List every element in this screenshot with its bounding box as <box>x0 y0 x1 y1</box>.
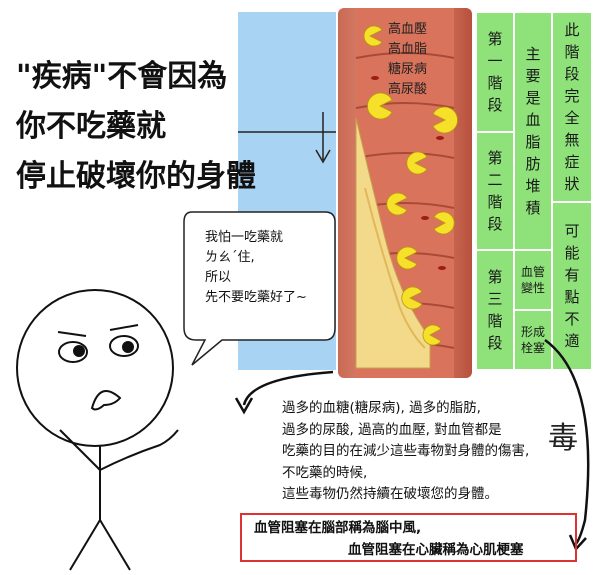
risk-factor: 糖尿病 <box>388 62 428 77</box>
artery-illustration <box>338 8 472 378</box>
risk-factor: 高血壓 <box>388 22 428 37</box>
conclusion-box <box>240 513 577 562</box>
stage-3-label: 第三階段 <box>487 268 503 352</box>
pacman-icon <box>386 192 408 216</box>
headline-line-2: 你不吃藥就 <box>16 109 166 144</box>
bubble-line-4: 先不要吃藥好了~ <box>205 290 307 305</box>
stick-figure <box>16 289 179 571</box>
mild-symptom-note: 可能有點不適 <box>564 222 580 350</box>
pacman-icon <box>401 286 423 310</box>
speech-bubble <box>183 211 336 366</box>
mild-symptom-cell: 可能有點不適 <box>552 202 592 370</box>
risk-factor: 高血脂 <box>388 42 428 57</box>
stage-1-label: 第一階段 <box>487 30 503 114</box>
no-symptom-cell: 此階段完全無症狀 <box>552 12 592 202</box>
toxin-pacmen <box>363 25 458 346</box>
figure-head <box>16 289 174 447</box>
stage-1-cell: 第一階段 <box>476 12 514 132</box>
figure-mouth <box>90 389 122 411</box>
headline-line-1: "疾病"不會因為 <box>16 59 228 94</box>
explanation-line-3: 吃藥的目的在減少這些毒物對身體的傷害, <box>282 443 530 459</box>
bubble-line-3: 所以 <box>205 270 232 285</box>
pacman-icon <box>367 92 393 120</box>
explanation-line-5: 這些毒物仍然持續在破壞您的身體。 <box>282 486 498 502</box>
conclusion-stroke: 血管阻塞在腦部稱為腦中風, <box>254 520 422 536</box>
risk-factor: 高尿酸 <box>388 82 428 97</box>
lipid-note-cell: 主要是血脂肪堆積 <box>514 12 552 250</box>
poison-character: 毒 <box>548 421 578 456</box>
speech-bubble-text: 我怕一吃藥就 ㄌㄠˊ住, 所以 先不要吃藥好了~ <box>205 228 307 308</box>
pacman-icon <box>432 106 458 134</box>
explanation-line-4: 不吃藥的時候, <box>282 464 368 481</box>
pacman-icon <box>433 211 455 235</box>
curved-arrow-left <box>242 370 334 406</box>
curved-arrow-right <box>544 338 590 546</box>
embolism-note: 形成栓塞 <box>520 325 545 355</box>
headline: "疾病"不會因為 你不吃藥就 停止破壞你的身體 <box>16 52 256 202</box>
pacman-icon <box>422 324 442 346</box>
stage-2-label: 第二階段 <box>487 149 503 233</box>
conclusion-heart-attack: 血管阻塞在心臟稱為心肌梗塞 <box>348 542 524 558</box>
pacman-icon <box>396 246 418 270</box>
vessel-change-note: 血管變性 <box>520 265 545 295</box>
no-symptom-note: 此階段完全無症狀 <box>564 21 580 193</box>
headline-line-3: 停止破壞你的身體 <box>16 159 256 194</box>
stage-2-cell: 第二階段 <box>476 132 514 250</box>
explanation-text: 過多的血糖(糖尿病), 過多的脂肪, 過多的尿酸, 過高的血壓, 對血管都是 吃… <box>282 398 529 506</box>
lipid-note: 主要是血脂肪堆積 <box>525 45 541 217</box>
explanation-line-1: 過多的血糖(糖尿病), 過多的脂肪, <box>282 400 481 416</box>
pacman-icon <box>363 25 383 47</box>
vessel-change-cell: 血管變性 <box>514 250 552 310</box>
stage-3-cell: 第三階段 <box>476 250 514 370</box>
risk-factor-labels: 高血壓 高血脂 糖尿病 高尿酸 <box>388 20 427 100</box>
explanation-line-2: 過多的尿酸, 過高的血壓, 對血管都是 <box>282 421 502 438</box>
bubble-line-1: 我怕一吃藥就 <box>205 230 284 245</box>
bubble-line-2: ㄌㄠˊ住, <box>205 250 255 265</box>
pacman-icon <box>406 151 428 175</box>
